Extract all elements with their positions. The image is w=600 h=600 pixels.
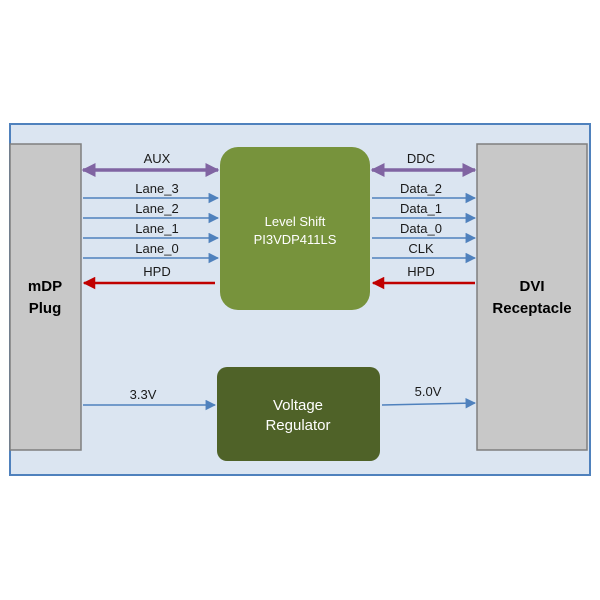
mdp-plug-label-line2: Plug: [29, 300, 62, 317]
hpd-right-label: HPD: [407, 264, 434, 279]
power-5v0-label: 5.0V: [415, 384, 442, 399]
lane-2-label: Lane_2: [135, 201, 178, 216]
power-3v3-label: 3.3V: [130, 387, 157, 402]
dvi-receptacle-label-line1: DVI: [519, 278, 544, 295]
power-5v0-arrow: [381, 397, 477, 409]
voltage-regulator-label-line1: Voltage: [273, 397, 323, 414]
mdp-plug-block: [9, 143, 82, 451]
data-2-label: Data_2: [400, 181, 442, 196]
data-1-label: Data_1: [400, 201, 442, 216]
level-shift-block: [220, 147, 370, 310]
mdp-plug-label-line1: mDP: [28, 278, 62, 295]
lane-1-label: Lane_1: [135, 221, 178, 236]
data-0-label: Data_0: [400, 221, 442, 236]
dvi-receptacle-label-line2: Receptacle: [492, 300, 571, 317]
voltage-regulator-block: [217, 367, 380, 461]
level-shift-label-line1: Level Shift: [265, 214, 326, 229]
lane-3-label: Lane_3: [135, 181, 178, 196]
ddc-label: DDC: [407, 151, 435, 166]
aux-label: AUX: [144, 151, 171, 166]
voltage-regulator-label-line2: Regulator: [265, 417, 330, 434]
lane-0-label: Lane_0: [135, 241, 178, 256]
dvi-receptacle-block: [476, 143, 588, 451]
level-shift-label-line2: PI3VDP411LS: [254, 232, 337, 247]
clk-label: CLK: [408, 241, 434, 256]
hpd-left-label: HPD: [143, 264, 170, 279]
